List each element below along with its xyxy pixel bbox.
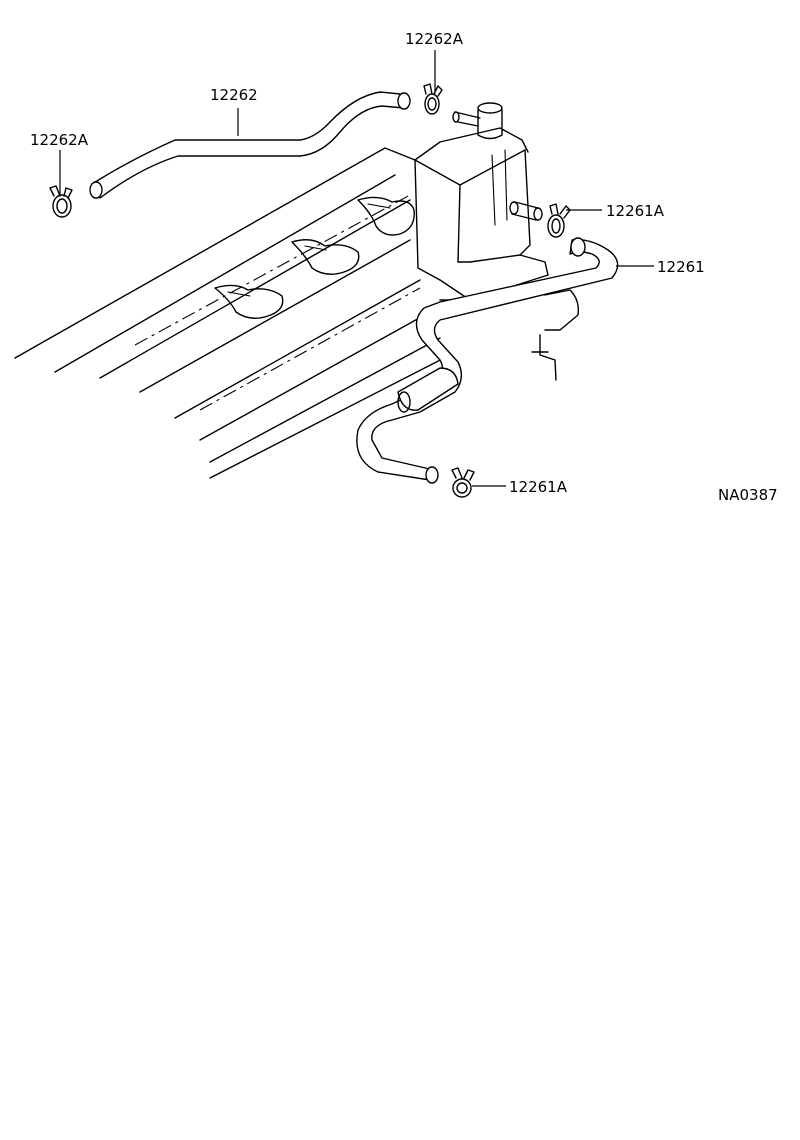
label-clamp-12262a-top: 12262A: [405, 30, 464, 48]
label-hose-12261: 12261: [657, 258, 705, 276]
leader-lines: [59, 50, 654, 487]
hose-12261[interactable]: [356, 237, 619, 484]
label-clamp-12261a-lower: 12261A: [509, 478, 568, 496]
plug-boss-2: [291, 239, 360, 275]
label-clamp-12261a-upper: 12261A: [606, 202, 665, 220]
clamp-12261a-lower[interactable]: [451, 467, 475, 498]
hose-12262[interactable]: [89, 91, 411, 199]
drawing-code: NA0387: [718, 486, 778, 504]
engine-head-outline: [14, 127, 580, 479]
clamp-12261a-upper[interactable]: [547, 203, 571, 238]
label-hose-12262: 12262: [210, 86, 258, 104]
clamp-12262a-left[interactable]: [49, 185, 73, 218]
plug-boss-3: [357, 196, 415, 236]
side-nipple: [509, 201, 543, 221]
clamp-12262a-top[interactable]: [423, 83, 443, 115]
label-clamp-12262a-left: 12262A: [30, 131, 89, 149]
plug-boss-1: [214, 284, 284, 319]
breather-nipple: [452, 102, 503, 140]
